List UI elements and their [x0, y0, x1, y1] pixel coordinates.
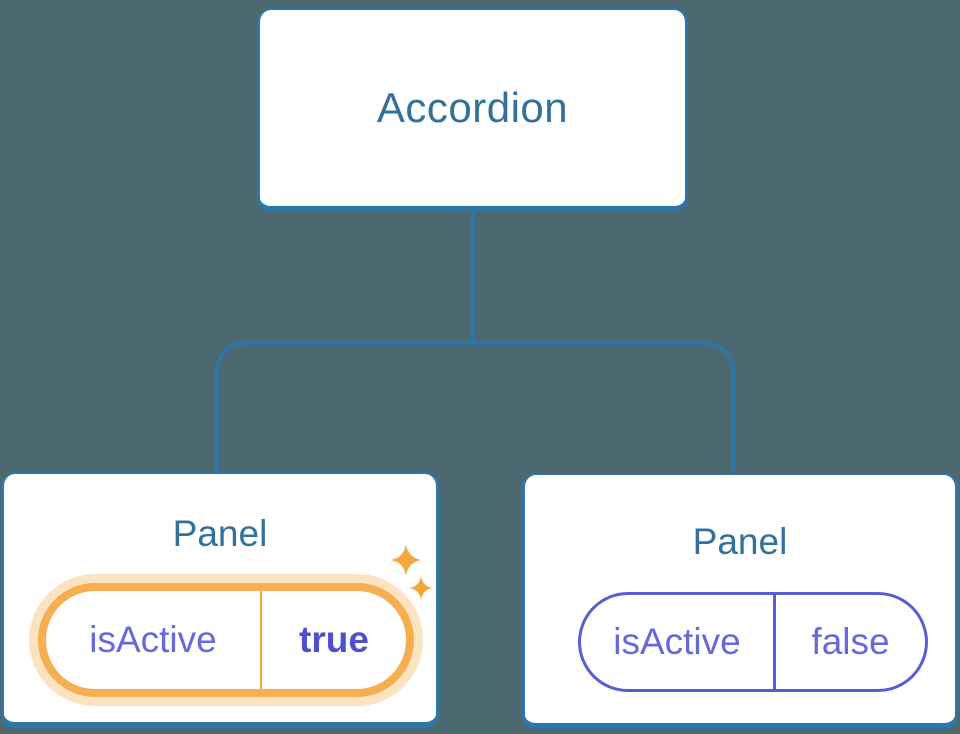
accordion-node-label: Accordion: [376, 84, 569, 131]
state-pill-active: isActive true: [38, 583, 414, 697]
panel-node-label: Panel: [692, 521, 788, 562]
state-name: isActive: [613, 621, 741, 662]
panel-node-inactive: Panel isActive false: [522, 473, 958, 729]
panel-node-active: Panel isActive true: [1, 472, 439, 728]
sparkle-icon-small: [409, 576, 433, 600]
panel-node-label: Panel: [172, 513, 268, 554]
state-value: false: [773, 595, 925, 689]
connector-branch: [215, 341, 735, 472]
state-value: true: [260, 591, 406, 689]
sparkle-icon-large: [390, 544, 422, 576]
connector-root-stem: [471, 210, 475, 344]
state-pill-inactive: isActive false: [578, 592, 928, 692]
state-name: isActive: [89, 619, 217, 660]
accordion-node: Accordion: [257, 8, 688, 212]
